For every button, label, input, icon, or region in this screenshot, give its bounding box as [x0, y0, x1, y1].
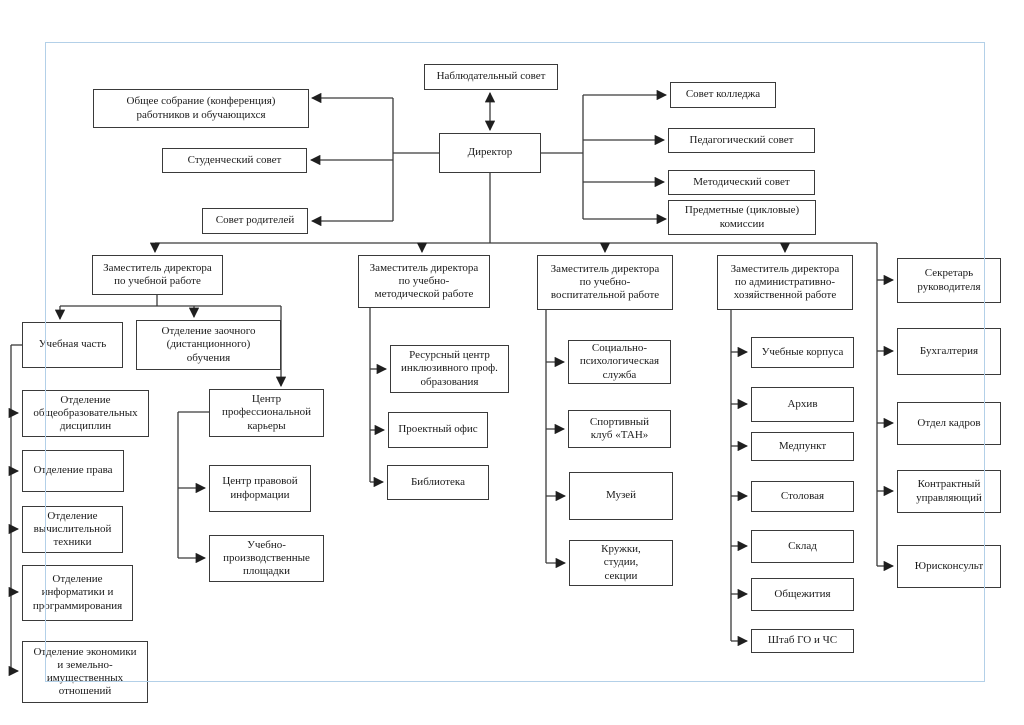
node-methodical-council: Методический совет — [668, 170, 815, 195]
node-resource-center: Ресурсный центр инклюзивного проф. образ… — [390, 345, 509, 393]
node-subject-commissions: Предметные (цикловые) комиссии — [668, 200, 816, 235]
node-clubs-studios: Кружки, студии, секции — [569, 540, 673, 586]
node-socio-psych-service: Социально- психологическая служба — [568, 340, 671, 384]
node-distance-dept: Отделение заочного (дистанционного) обуч… — [136, 320, 281, 370]
node-med-station: Медпункт — [751, 432, 854, 461]
node-pedagogical-council: Педагогический совет — [668, 128, 815, 153]
node-deputy-administrative: Заместитель директора по административно… — [717, 255, 853, 310]
node-canteen: Столовая — [751, 481, 854, 512]
node-training-sites: Учебно- производственные площадки — [209, 535, 324, 582]
node-career-center: Центр профессиональной карьеры — [209, 389, 324, 437]
node-deputy-methodical: Заместитель директора по учебно- методич… — [358, 255, 490, 308]
node-parents-council: Совет родителей — [202, 208, 308, 234]
node-economics-dept: Отделение экономики и земельно- имуществ… — [22, 641, 148, 703]
node-archive: Архив — [751, 387, 854, 422]
node-supervisory-board: Наблюдательный совет — [424, 64, 558, 90]
node-hr-dept: Отдел кадров — [897, 402, 1001, 445]
node-law-dept: Отделение права — [22, 450, 124, 492]
node-sport-club: Спортивный клуб «ТАН» — [568, 410, 671, 448]
node-general-assembly: Общее собрание (конференция) работников … — [93, 89, 309, 128]
node-academic-office: Учебная часть — [22, 322, 123, 368]
node-campus-buildings: Учебные корпуса — [751, 337, 854, 368]
node-student-council: Студенческий совет — [162, 148, 307, 173]
node-secretary: Секретарь руководителя — [897, 258, 1001, 303]
node-computing-dept: Отделение вычислительной техники — [22, 506, 123, 553]
node-general-ed-dept: Отделение общеобразовательных дисциплин — [22, 390, 149, 437]
node-deputy-educational: Заместитель директора по учебно- воспита… — [537, 255, 673, 310]
node-accounting: Бухгалтерия — [897, 328, 1001, 375]
node-college-council: Совет колледжа — [670, 82, 776, 108]
node-dormitories: Общежития — [751, 578, 854, 611]
node-museum: Музей — [569, 472, 673, 520]
node-civil-defense-hq: Штаб ГО и ЧС — [751, 629, 854, 653]
node-contract-manager: Контрактный управляющий — [897, 470, 1001, 513]
node-legal-info-center: Центр правовой информации — [209, 465, 311, 512]
node-project-office: Проектный офис — [388, 412, 488, 448]
node-library: Библиотека — [387, 465, 489, 500]
node-legal-counsel: Юрисконсульт — [897, 545, 1001, 588]
node-director: Директор — [439, 133, 541, 173]
node-informatics-dept: Отделение информатики и программирования — [22, 565, 133, 621]
node-deputy-academic: Заместитель директора по учебной работе — [92, 255, 223, 295]
node-warehouse: Склад — [751, 530, 854, 563]
